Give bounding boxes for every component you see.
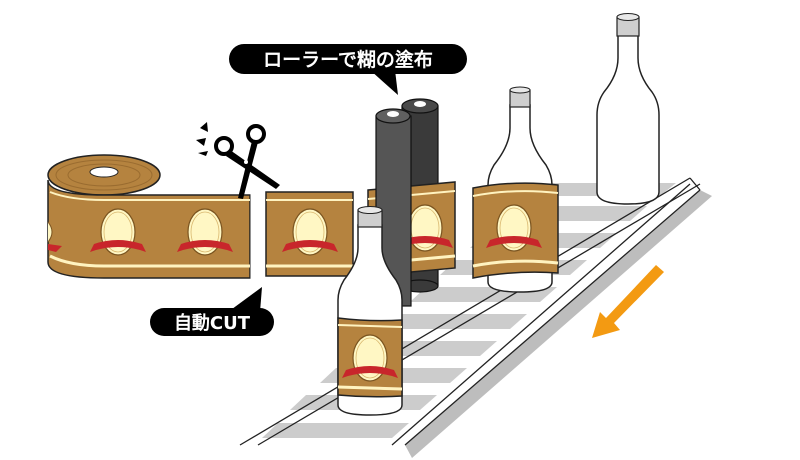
bottle-labeled-front: [337, 206, 403, 416]
arrow-down-left-icon: [592, 265, 664, 338]
bottle-labeled-middle: [472, 86, 559, 293]
label-roll: [47, 154, 251, 279]
callout-auto-cut-text: 自動CUT: [174, 312, 251, 334]
cut-label-piece: [265, 191, 354, 277]
callout-auto-cut: 自動CUT: [150, 287, 274, 336]
callout-roller-glue-text: ローラーで糊の塗布: [263, 48, 433, 71]
scissors-icon: [196, 122, 280, 199]
callout-roller-glue: ローラーで糊の塗布: [229, 44, 467, 95]
bottle-unlabeled: [596, 13, 660, 205]
